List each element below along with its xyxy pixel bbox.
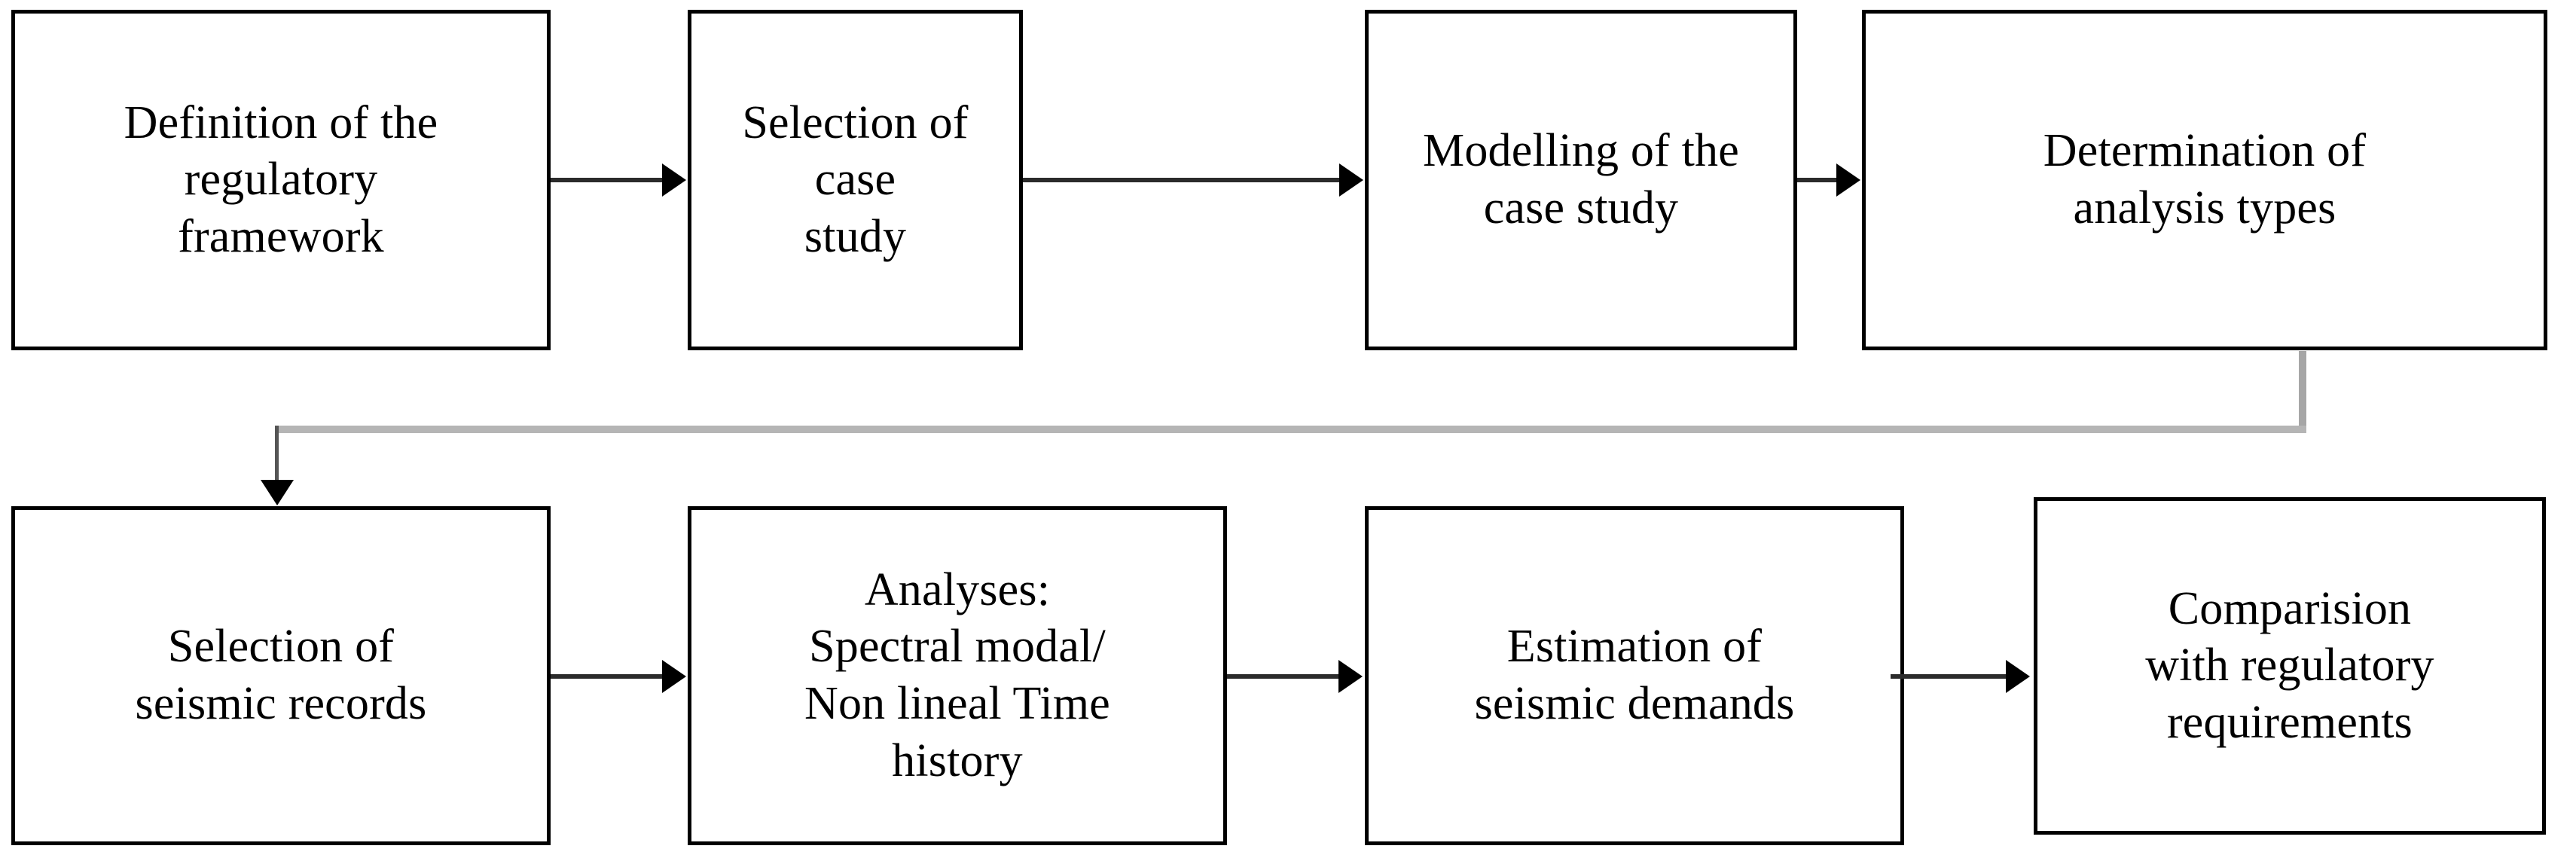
flow-node-label: Selection of case study (742, 96, 969, 262)
connector-line-5 (551, 674, 664, 679)
connector-elbow-vertical-right (2299, 351, 2306, 431)
connector-line-6 (1227, 674, 1340, 679)
connector-line-2 (1023, 178, 1339, 182)
arrow-down-icon-wrap (261, 480, 294, 505)
arrow-right-icon-2 (1339, 163, 1363, 197)
flow-node-analyses[interactable]: Analyses: Spectral modal/ Non lineal Tim… (688, 506, 1227, 845)
arrow-right-icon-1 (662, 163, 686, 197)
flow-node-label: Analyses: Spectral modal/ Non lineal Tim… (804, 563, 1111, 786)
connector-elbow-vertical-left (275, 426, 279, 490)
connector-line-7 (1891, 674, 2007, 679)
flow-node-label: Determination of analysis types (2043, 125, 2367, 234)
flow-node-label: Selection of seismic records (135, 621, 427, 729)
flow-node-case-study-modelling[interactable]: Modelling of the case study (1365, 10, 1797, 350)
flow-node-analysis-types[interactable]: Determination of analysis types (1862, 10, 2547, 350)
flow-node-label: Estimation of seismic demands (1474, 621, 1795, 729)
flow-node-label: Modelling of the case study (1423, 125, 1739, 234)
flow-node-label: Definition of the regulatory framework (124, 96, 438, 262)
flow-node-regulatory-framework[interactable]: Definition of the regulatory framework (11, 10, 551, 350)
flow-node-label: Comparision with regulatory requirements (2145, 582, 2434, 748)
connector-line-3 (1797, 178, 1836, 182)
flow-node-case-study-selection[interactable]: Selection of case study (688, 10, 1023, 350)
connector-line-1 (551, 178, 664, 182)
arrow-right-icon-7 (2006, 660, 2030, 693)
arrow-right-icon-5 (662, 660, 686, 693)
flow-node-seismic-records[interactable]: Selection of seismic records (11, 506, 551, 845)
arrow-right-icon-3 (1836, 163, 1860, 197)
flow-node-seismic-demands[interactable]: Estimation of seismic demands (1365, 506, 1904, 845)
flow-node-comparision[interactable]: Comparision with regulatory requirements (2034, 497, 2546, 835)
arrow-right-icon-6 (1338, 660, 1363, 693)
connector-elbow-horizontal (277, 426, 2306, 433)
